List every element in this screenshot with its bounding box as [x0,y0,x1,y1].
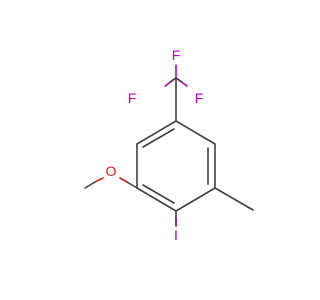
ring-bond-bottom-left-inner [142,184,175,204]
bond-c-f-right-grey [175,77,183,83]
atom-label-oxygen: O [106,163,117,179]
atom-label-f-top: F [172,47,181,63]
ring-bond-top-left [136,120,177,145]
bond-c-f-left-grey [169,77,177,83]
ring-bond-bottom-right [175,187,216,212]
ring-bond-top-left-inner [142,128,175,148]
bond-oxygen-to-methyl [84,181,96,189]
bond-ring-to-oxygen-colored [119,177,128,183]
structure-canvas: F F F O I [84,47,254,243]
molecule-drawing: F F F O I [84,47,254,243]
ring-bond-bottom-left [136,187,177,212]
bond-oxygen-to-methyl-colored [94,177,104,183]
atom-label-f-left: F [128,90,137,106]
atom-label-f-right: F [195,90,204,106]
ring-bond-top-right [175,120,216,145]
bond-methyl [214,187,254,211]
bond-ring-to-oxygen [126,181,138,189]
atom-label-iodine: I [174,227,178,243]
